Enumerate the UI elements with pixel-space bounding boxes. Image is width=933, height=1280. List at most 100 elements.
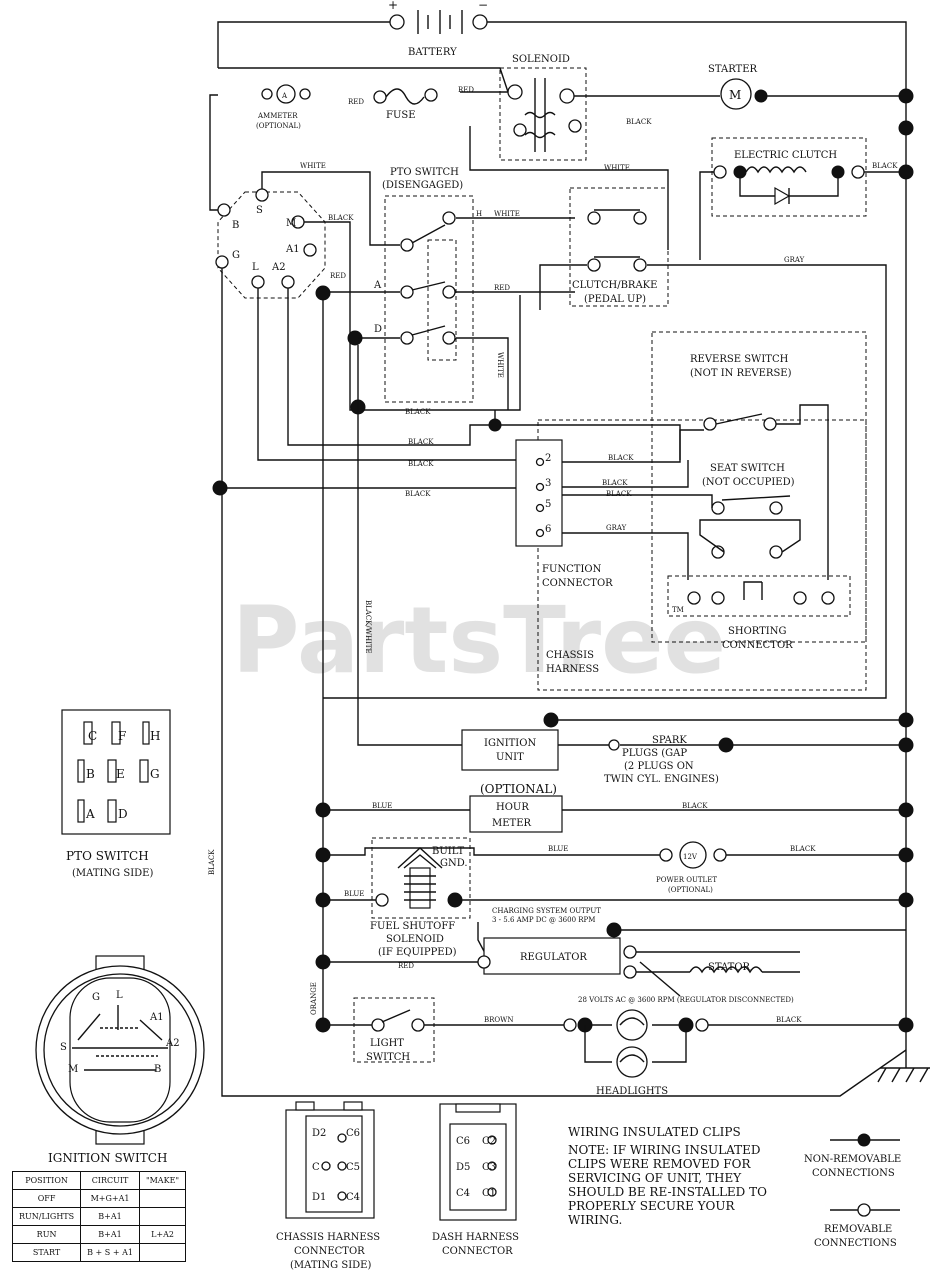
fuel-line1: FUEL SHUTOFF — [370, 921, 455, 932]
wire-blue-outlet: BLUE — [548, 845, 568, 853]
shorting-line2: CONNECTOR — [722, 640, 793, 651]
spark-line3: (2 PLUGS ON — [624, 761, 694, 772]
ignition-unit-line1: IGNITION — [484, 738, 536, 749]
note-line-2: SERVICING OF UNIT, THEY — [568, 1171, 742, 1185]
battery — [389, 10, 488, 34]
wire-red-reg: RED — [398, 962, 414, 970]
chassis-conn-line2: CONNECTOR — [294, 1246, 365, 1257]
power-line2: (OPTIONAL) — [668, 886, 713, 894]
ignition-switch-graphic — [35, 955, 205, 1145]
wire-red-fuse: RED — [348, 98, 364, 106]
wire-black-clutch: BLACK — [872, 162, 898, 170]
table-cell: M+G+A1 — [80, 1189, 140, 1208]
electric-clutch-box — [711, 137, 867, 217]
clutch-brake-sub: (PEDAL UP) — [584, 294, 646, 305]
pto-title: PTO SWITCH — [390, 167, 459, 178]
svg-text:C4: C4 — [346, 1192, 360, 1203]
legend-nonremovable-icon — [857, 1133, 871, 1147]
fuel-tag2: GND. — [440, 858, 468, 869]
charging-line2: 3 - 5.6 AMP DC @ 3600 RPM — [492, 916, 595, 924]
chassis-line2: HARNESS — [546, 664, 599, 675]
wire-gray-top: GRAY — [784, 256, 805, 264]
light-line2: SWITCH — [366, 1052, 410, 1063]
pto-sub: (DISENGAGED) — [382, 180, 463, 191]
svg-text:C4: C4 — [456, 1188, 470, 1199]
table-cell: B+A1 — [80, 1225, 140, 1244]
clutch-brake-title: CLUTCH/BRAKE — [572, 280, 657, 291]
table-row: RUN/LIGHTS B+A1 — [11, 1207, 187, 1226]
headlights-label: HEADLIGHTS — [596, 1086, 668, 1097]
reverse-title: REVERSE SWITCH — [690, 354, 789, 365]
svg-text:A1: A1 — [149, 1012, 164, 1023]
solenoid-label: SOLENOID — [512, 54, 570, 65]
svg-text:A: A — [373, 280, 382, 291]
function-line1: FUNCTION — [542, 564, 602, 575]
table-cell: START — [11, 1243, 82, 1262]
svg-text:E: E — [116, 767, 125, 781]
starter-label: STARTER — [708, 64, 758, 75]
ignition-switch-title: IGNITION SWITCH — [48, 1151, 167, 1165]
wire-red-pto: RED — [494, 284, 510, 292]
ground-symbol — [877, 1050, 930, 1083]
svg-text:C3: C3 — [482, 1162, 496, 1173]
ignition-unit-line2: UNIT — [496, 752, 524, 763]
note-line-0: NOTE: IF WIRING INSULATED — [568, 1143, 761, 1157]
ammeter — [276, 84, 296, 104]
spark-line1: SPARK — [652, 735, 687, 746]
svg-text:D2: D2 — [312, 1128, 326, 1139]
svg-text:S: S — [256, 205, 263, 216]
light-line1: LIGHT — [370, 1038, 404, 1049]
svg-text:C: C — [88, 729, 97, 743]
fuel-line2: SOLENOID — [386, 934, 444, 945]
table-header-cell: "MAKE" — [138, 1171, 187, 1190]
wire-white-ign: WHITE — [300, 162, 326, 170]
svg-text:L: L — [252, 262, 259, 273]
wire-blackwhite: BLACK/WHITE — [364, 600, 372, 654]
hour-opt: (OPTIONAL) — [480, 782, 557, 796]
wire-white-solenoid: WHITE — [604, 164, 630, 172]
shorting-line1: SHORTING — [728, 626, 786, 637]
reverse-sub: (NOT IN REVERSE) — [690, 368, 792, 379]
light-switch-box — [353, 997, 435, 1063]
wire-red-ign: RED — [330, 272, 346, 280]
electric-clutch-label: ELECTRIC CLUTCH — [734, 150, 837, 161]
chassis-connector — [285, 1101, 375, 1219]
wire-black-solenoid: BLACK — [626, 118, 652, 126]
svg-text:C2: C2 — [482, 1136, 496, 1147]
pto-side-sub: (MATING SIDE) — [72, 868, 153, 879]
ignition-connector — [217, 191, 326, 299]
table-cell: RUN — [11, 1225, 82, 1244]
headlight-2 — [616, 1046, 648, 1078]
table-cell — [138, 1207, 187, 1226]
headlight-1 — [616, 1009, 648, 1041]
svg-text:C6: C6 — [456, 1136, 470, 1147]
legend-rem-1: REMOVABLE — [824, 1224, 892, 1235]
svg-text:C1: C1 — [482, 1188, 496, 1199]
wire-blue-fuel: BLUE — [344, 890, 364, 898]
starter-motor — [720, 78, 752, 110]
svg-text:G: G — [92, 992, 100, 1003]
svg-text:D: D — [374, 324, 382, 335]
stator-label: STATOR — [708, 962, 751, 973]
svg-text:2: 2 — [545, 453, 551, 464]
note-line-4: PROPERLY SECURE YOUR — [568, 1199, 736, 1213]
table-header-cell: CIRCUIT — [80, 1171, 140, 1190]
wire-black-main: BLACK — [208, 849, 216, 875]
table-cell: OFF — [11, 1189, 82, 1208]
svg-text:A: A — [85, 807, 95, 821]
wire-black-fc-b: BLACK — [405, 490, 431, 498]
svg-text:D: D — [118, 807, 128, 821]
wire-black-hour: BLACK — [682, 802, 708, 810]
svg-text:A2: A2 — [165, 1038, 180, 1049]
svg-text:C6: C6 — [346, 1128, 360, 1139]
fuse — [385, 88, 425, 105]
svg-text:5: 5 — [545, 499, 551, 510]
svg-text:M: M — [286, 218, 296, 229]
note-line-3: SHOULD BE RE-INSTALLED TO — [568, 1185, 767, 1199]
svg-text:F: F — [118, 729, 126, 743]
stator-note: 28 VOLTS AC @ 3600 RPM (REGULATOR DISCON… — [578, 996, 794, 1004]
chassis-conn-line1: CHASSIS HARNESS — [276, 1232, 380, 1243]
svg-text:B: B — [232, 220, 239, 231]
table-cell: B+A1 — [80, 1207, 140, 1226]
